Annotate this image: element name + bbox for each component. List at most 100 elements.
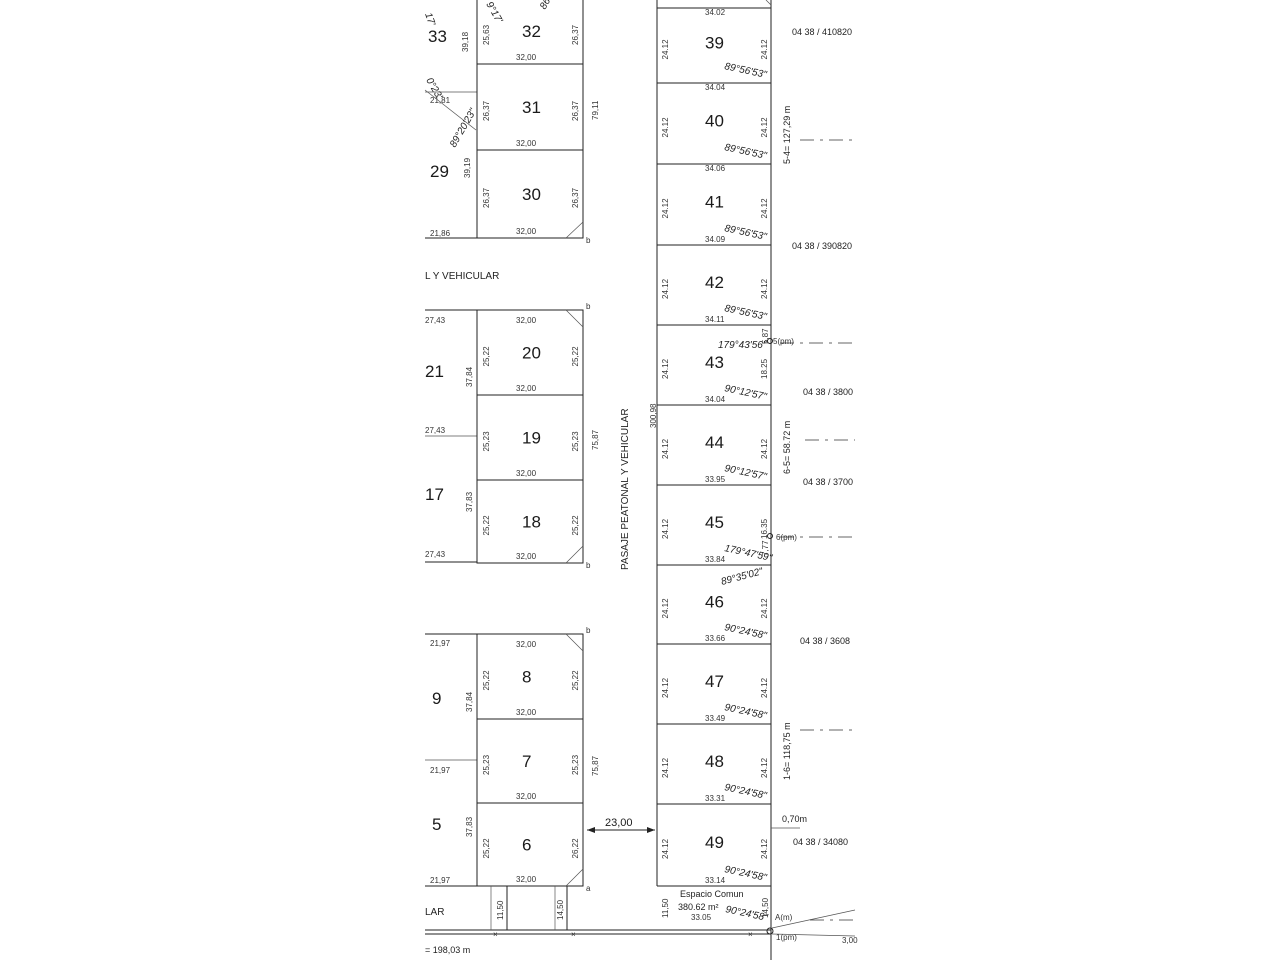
passage-length: 300,98	[649, 403, 658, 428]
angle-label: 89°56'53"	[723, 142, 768, 162]
angle-label: 89°56'53"	[723, 303, 768, 323]
dimension-label: 21,97	[430, 876, 451, 885]
lot-dimension-left: 24.12	[661, 757, 670, 778]
lot-dimension-bottom: 32,00	[516, 139, 537, 148]
angle-label: 89°20'23"	[448, 107, 479, 150]
dimension-label: 37,84	[465, 366, 474, 387]
lot-dimension-bottom: 32,00	[516, 53, 537, 62]
lot-number: 49	[705, 833, 724, 852]
lot-dimension-bottom: 32,00	[516, 227, 537, 236]
total-length: = 198,03 m	[425, 945, 470, 955]
lot-dimension-left: 25,23	[482, 431, 491, 452]
lot-dimension-left: 25,22	[482, 838, 491, 859]
lot-number: 7	[522, 752, 531, 771]
passage-label: PASAJE PEATONAL Y VEHICULAR	[620, 408, 631, 570]
parcel-id: 04 38 / 3608	[800, 636, 850, 646]
lot-dimension-right: 26,22	[571, 838, 580, 859]
dimension-label: 75,87	[591, 429, 600, 450]
lot-number: 39	[705, 34, 724, 53]
lot-dimension-bottom: 32,00	[516, 875, 537, 884]
lot-dimension-left: 25,22	[482, 670, 491, 691]
lot-dimension-right: 24.12	[760, 838, 769, 859]
lot-number: 31	[522, 98, 541, 117]
lot-dimension-right: 25,22	[571, 670, 580, 691]
lot-dimension-left: 24.12	[661, 117, 670, 138]
dimension-label: 11,50	[496, 900, 505, 920]
segment-length: 5-4= 127,29 m	[782, 106, 792, 164]
lot-dimension-right: 26,37	[571, 24, 580, 45]
lot-dimension-right: 24.12	[760, 117, 769, 138]
dimension-label: 21,97	[430, 639, 451, 648]
angle-label: 90°24'58"	[723, 782, 768, 802]
lot-dimension-right: 24.12	[760, 438, 769, 459]
dimension-label: 37,83	[465, 491, 474, 512]
parcel-id: 04 38 / 390820	[792, 241, 852, 251]
lot-number: 19	[522, 429, 541, 448]
lot-dimension-right: 24.12	[760, 677, 769, 698]
lot-dimension-right: 24.12	[760, 198, 769, 219]
lot-number: 9	[432, 689, 441, 708]
lot-number: 44	[705, 433, 724, 452]
dimension-label: 14,50	[556, 899, 565, 920]
lot-dimension-bottom: 32,00	[516, 792, 537, 801]
dimension-label: 37,84	[465, 691, 474, 712]
lot-number: 48	[705, 752, 724, 771]
point-x-marker: ×	[748, 930, 753, 939]
lot-dimension-bottom: 34.04	[705, 395, 726, 404]
common-space: Espacio Comun 380.62 m² 33.05 90°24'58" …	[657, 885, 771, 924]
lot-number: 46	[705, 593, 724, 612]
point-label: b	[586, 561, 591, 570]
lot-dimension-right: 24.12	[760, 757, 769, 778]
common-space-area: 380.62 m²	[678, 902, 719, 912]
lot-dimension-top: 32,00	[516, 640, 537, 649]
dimension-label: 79,11	[591, 100, 600, 120]
lot-dimension-right: 26,37	[571, 100, 580, 121]
passage: PASAJE PEATONAL Y VEHICULAR 300,98 23,00…	[425, 271, 658, 833]
lot-number: 32	[522, 22, 541, 41]
point-label: b	[586, 626, 591, 635]
lot-number: 8	[522, 668, 531, 687]
lot-dimension-left: 25,22	[482, 346, 491, 367]
left-lot-column: 33 29 21 17 9 5 39,18 21,81 39,19 21,86 …	[422, 0, 479, 887]
dimension-label: 3,00	[842, 936, 858, 945]
right-boundary: 5-4= 127,29 m 6-5= 58.72 m 1-6= 118,75 m…	[718, 27, 855, 942]
point-x-marker: ×	[493, 930, 498, 939]
parcel-id: 04 38 / 3800	[803, 387, 853, 397]
lot-dimension-bottom: 32,00	[516, 708, 537, 717]
point-label: 5(pm)	[773, 337, 794, 346]
dimension-label: 27,43	[425, 316, 446, 325]
street-label-bottom: LAR	[425, 907, 444, 918]
lot-dimension-left: 24.12	[661, 438, 670, 459]
dimension-label: 39,19	[463, 157, 472, 178]
lot-dimension-right: 18.25	[760, 358, 769, 379]
point-label: a	[586, 884, 591, 893]
angle-label: 89°56'53"	[723, 223, 768, 243]
lot-dimension-left: 24.12	[661, 598, 670, 619]
lot-dimension-bottom: 32,00	[516, 384, 537, 393]
angle-label: 17'	[422, 11, 437, 28]
lot-dimension-right: 24.12	[760, 39, 769, 60]
lot-dimension-left: 24.12	[661, 838, 670, 859]
segment-length: 6-5= 58.72 m	[782, 421, 792, 474]
lot-dimension-right: 25,23	[571, 754, 580, 775]
lot-dimension-left: 24.12	[661, 39, 670, 60]
parcel-id: 04 38 / 34080	[793, 837, 848, 847]
point-label: b	[586, 236, 591, 245]
dimension-label: 14,50	[761, 897, 770, 918]
parcel-id: 04 38 / 410820	[792, 27, 852, 37]
lot-dimension-right: 25,22	[571, 346, 580, 367]
lot-dimension-left: 24.12	[661, 198, 670, 219]
lot-dimension-left: 24.12	[661, 518, 670, 539]
lot-number: 43	[705, 353, 724, 372]
lot-dimension-right: 24.12	[760, 598, 769, 619]
angle-label: 90°12'57"	[723, 463, 768, 483]
dimension-label: 75,87	[591, 755, 600, 776]
lot-number: 6	[522, 836, 531, 855]
lot-dimension-bottom: 33.31	[705, 794, 726, 803]
angle-label: 90°24'58"	[723, 702, 768, 722]
lot-dimension-bottom: 34.11	[705, 315, 725, 324]
